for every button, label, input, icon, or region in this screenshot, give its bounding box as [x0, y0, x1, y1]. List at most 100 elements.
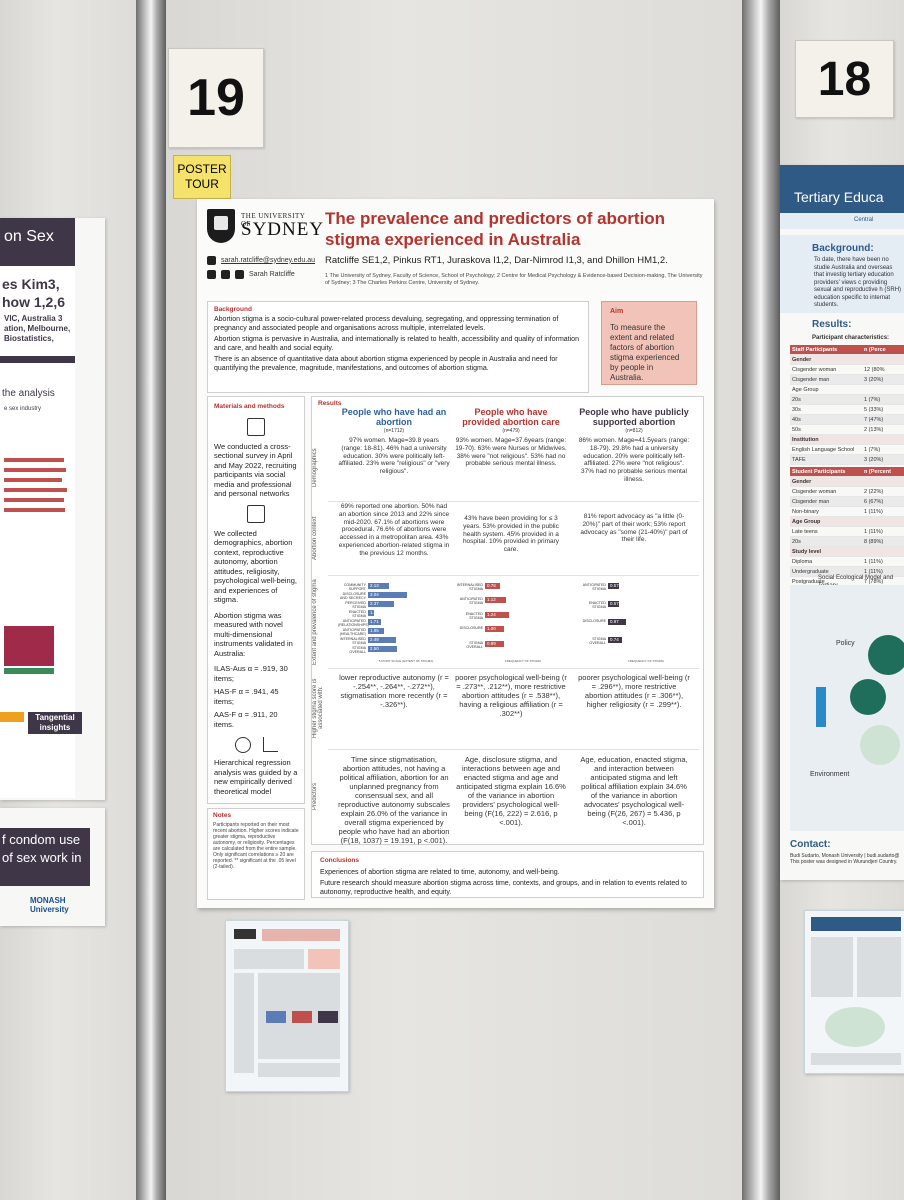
chart-category-label: ANTICIPATED (RELATIONSHIPS) — [338, 619, 369, 627]
left-tangential: Tangential insights — [28, 712, 82, 734]
col3-demographics: 86% women. Mage=41.5years (range: 18-79)… — [578, 437, 690, 483]
chart-bar — [368, 628, 385, 634]
aim-heading: Aim — [610, 308, 624, 315]
handout-copy — [225, 920, 349, 1092]
chart-value-label: 0.57 — [610, 601, 619, 606]
chart-bar — [368, 583, 390, 589]
chart-value-label: 1.85 — [370, 628, 379, 633]
board-number-18: 18 — [795, 40, 894, 118]
methods-p4: Hierarchical regression analysis was gui… — [214, 758, 298, 796]
methods-p1: We conducted a cross-sectional survey in… — [214, 441, 297, 499]
scale-item: HAS-F α = .941, 45 items; — [214, 687, 279, 706]
poster-title: The prevalence and predictors of abortio… — [325, 209, 666, 249]
chart-value-label: 1.24 — [487, 611, 496, 617]
linkedin-icon — [207, 269, 216, 279]
background-text-right: To date, there have been no studie Austr… — [814, 257, 902, 308]
uni-top: THE UNIVERSITY OF — [241, 212, 306, 228]
chart-axis-label: FREQUENCY OF STIGMA — [627, 659, 665, 663]
chart-category-label: DISCLOSURE AND SECRECY — [340, 592, 366, 600]
chart-value-label: 2.13 — [370, 583, 379, 588]
chart-category-label: INTERNALISED STIGMA — [339, 637, 366, 645]
col2-n: (n=479) — [502, 428, 520, 434]
environment-label: Environment — [810, 771, 850, 778]
table-row: Age Group — [790, 517, 904, 527]
col3-predictors: Age, education, enacted stigma, and inte… — [580, 755, 688, 827]
chart-bar — [485, 597, 507, 604]
chart-bar — [368, 592, 407, 598]
scale-list: ILAS-Aus α = .919, 30 items; HAS-F α = .… — [214, 664, 298, 729]
methods-section: Materials and methods We conducted a cro… — [207, 396, 305, 804]
left-line3: how 1,2,6 — [2, 294, 66, 310]
main-poster: THE UNIVERSITY OF SYDNEY sarah.ratcliffe… — [197, 199, 714, 908]
methods-p3: Abortion stigma was measured with novel … — [214, 610, 293, 658]
col2-context: 43% have been providing for ≤ 3 years. 5… — [462, 515, 560, 554]
chart-value-label: 0.74 — [610, 637, 619, 642]
crest-icon — [207, 209, 235, 243]
left-line6: Biostatistics, — [4, 334, 54, 343]
col1-demographics: 97% women. Mage=39.8 years (range: 18-81… — [338, 437, 450, 476]
chart-value-label: 3.04 — [370, 592, 379, 597]
scale-item: ILAS-Aus α = .919, 30 items; — [214, 664, 288, 683]
chart-axis-label: FREQUENCY OF STIGMA — [504, 659, 542, 663]
policy-label: Policy — [836, 640, 855, 647]
authors: Ratcliffe SE1,2, Pinkus RT1, Juraskova I… — [325, 255, 668, 266]
conclusions-heading: Conclusions — [320, 857, 360, 864]
chart-value-label: 1.71 — [370, 619, 379, 624]
background-p1: Abortion stigma is a socio-cultural powe… — [214, 316, 559, 332]
col2-predictors: Age, disclosure stigma, and interactions… — [456, 755, 566, 827]
background-heading-right: Background: — [812, 243, 874, 254]
twitter-icon — [221, 269, 230, 279]
col2-associated: poorer psychological well-being (r = .27… — [455, 673, 567, 718]
chart-category-label: DISCLOSURE — [459, 626, 483, 631]
chart-category-label: PERCEIVED STIGMA — [345, 601, 366, 609]
scale-item: AAS-F α = .911, 20 items. — [214, 710, 278, 729]
background-heading: Background — [214, 306, 252, 313]
chart-value-label: 1.12 — [487, 597, 496, 603]
methods-heading: Materials and methods — [214, 403, 285, 410]
col1-associated: lower reproductive autonomy (r = -.254**… — [339, 673, 449, 709]
chart-bar — [608, 601, 619, 607]
poster-tour-line2: TOUR — [185, 177, 219, 191]
chart-bar — [485, 640, 504, 647]
chart-value-label: 0.99 — [487, 640, 496, 646]
chart-bar — [485, 583, 500, 589]
chart-value-label: 2.49 — [370, 637, 379, 642]
participant-heading: Participant characteristics: — [812, 335, 890, 341]
chart-value-label: 1.33 — [370, 610, 379, 615]
chart-bar — [368, 610, 375, 616]
table-row: Gender — [790, 355, 904, 365]
chart-value-label: 0.78 — [487, 583, 496, 588]
col1-context: 69% reported one abortion. 50% had an ab… — [338, 503, 450, 557]
left-bottom1: f condom use — [2, 832, 81, 847]
chart-category-label: STIGMA OVERALL — [349, 646, 366, 654]
row-label-demographics: Demographics — [312, 448, 318, 488]
conclusions-section: Conclusions Experiences of abortion stig… — [311, 851, 704, 898]
contact-block: sarah.ratcliffe@sydney.edu.au Sarah Ratc… — [207, 253, 315, 281]
board-number-19: 19 — [168, 48, 264, 148]
background-section: Background Abortion stigma is a socio-cu… — [207, 301, 589, 393]
left-poster: on Sex es Kim3, how 1,2,6 VIC, Australia… — [0, 218, 105, 800]
checklist-icon — [247, 504, 265, 523]
row-label-associated: Higher stigma score is associated with: — [312, 678, 324, 738]
contact-text-right: Budi Sudarto, Monash University | budi.s… — [790, 853, 900, 865]
chart-axis-label: 5-POINT SCALE (EXTENT OF STIGMA) — [378, 659, 434, 663]
chart-bar — [608, 619, 627, 625]
chart-category-label: ENACTED STIGMA — [348, 610, 366, 618]
contact-heading-right: Contact: — [790, 839, 831, 850]
notes-section: Notes Participants reported on their mos… — [207, 808, 305, 900]
background-p2: Abortion stigma is pervasive in Australi… — [214, 336, 579, 352]
row-label-extent: Extent and prevalence of stigma — [312, 579, 318, 665]
col2-demographics: 93% women. Mage=37.6years (range: 19-70)… — [455, 437, 567, 468]
chart-category-label: ENACTED STIGMA — [588, 601, 606, 609]
